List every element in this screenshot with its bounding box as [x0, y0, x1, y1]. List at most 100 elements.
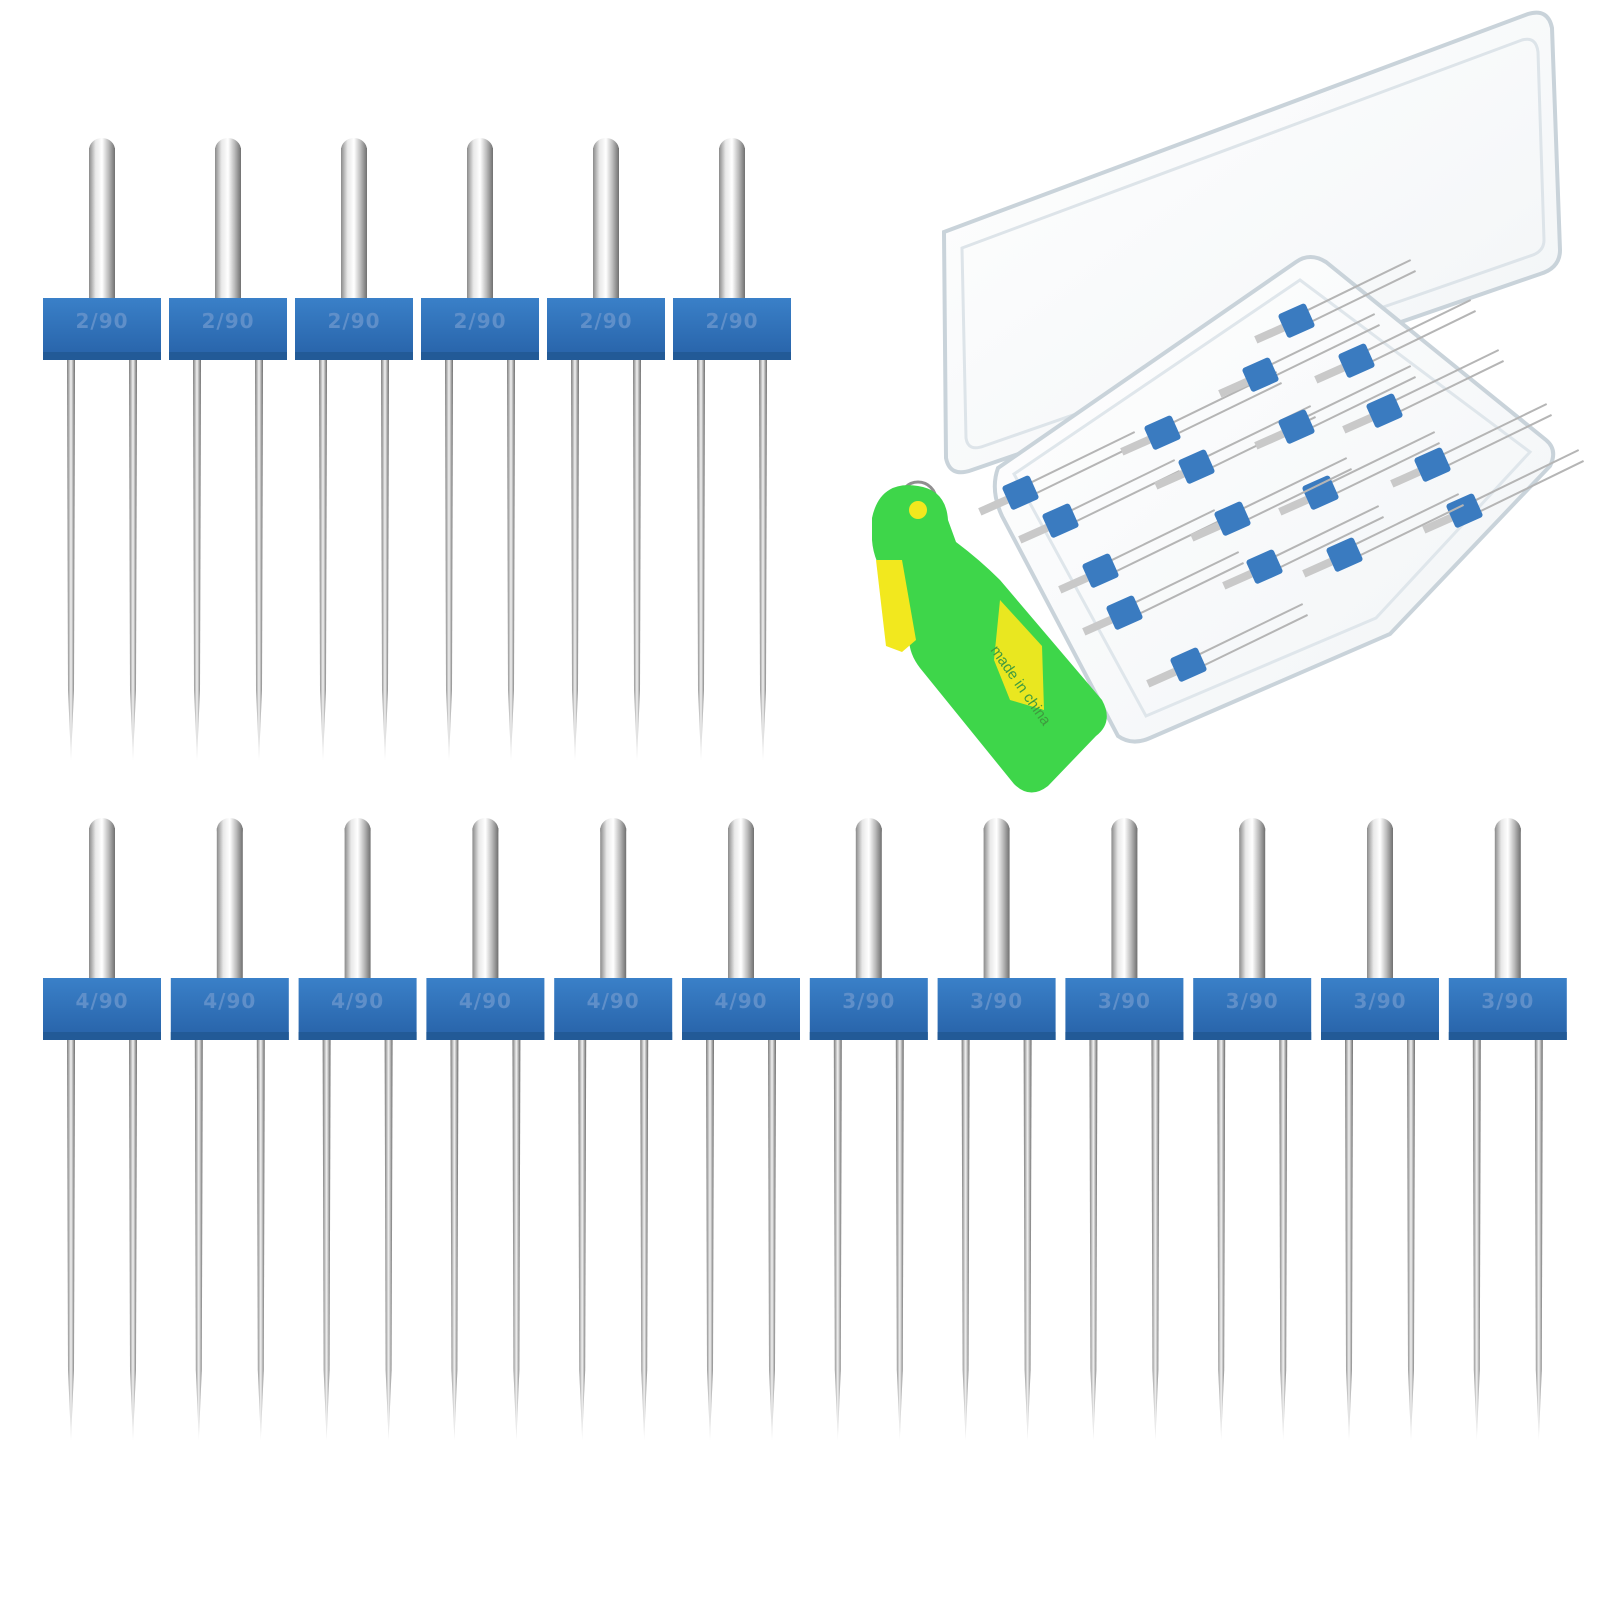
boxed-needle-shank: [1058, 574, 1089, 594]
boxed-needle-blade: [1329, 431, 1436, 484]
needle-blade: [895, 1038, 904, 1440]
needle-shank: [216, 828, 243, 980]
boxed-needle-block: [1144, 415, 1181, 450]
needle-shank: [1494, 828, 1521, 980]
needle-size-label: 3/90: [1481, 989, 1534, 1013]
needle-clamp-block: [43, 298, 161, 360]
needle-blade: [571, 358, 579, 760]
needle-blade: [67, 1038, 75, 1440]
needle-shank-tip: [467, 138, 493, 162]
needle-shank-tip: [89, 818, 115, 842]
needle-clamp-shadow: [298, 1032, 417, 1040]
boxed-needle-blade: [1334, 442, 1441, 495]
boxed-needle-blade: [1370, 310, 1477, 363]
needle-shank: [1111, 828, 1138, 980]
needle-clamp-shadow: [547, 352, 665, 360]
needle-shank-tip: [215, 138, 241, 162]
threader-yellow-insert: [994, 600, 1044, 710]
needle-blade: [319, 358, 327, 760]
needle-shank-tip: [1239, 818, 1266, 842]
needle-clamp-block: [1448, 978, 1567, 1040]
boxed-needle-blade: [1241, 457, 1348, 510]
boxed-needle-blade: [1353, 493, 1460, 546]
storage-box: [941, 10, 1585, 744]
boxed-needle-shank: [1120, 436, 1151, 456]
needle-shank-tip: [89, 138, 115, 162]
needle-clamp-shadow: [1448, 1032, 1567, 1040]
boxed-needle-shank: [1390, 468, 1421, 488]
boxed-needle-block: [1366, 393, 1403, 428]
boxed-needle-blade: [1305, 259, 1412, 312]
twin-needle: 2/90: [295, 138, 413, 760]
boxed-needle-blade: [1138, 562, 1245, 615]
boxed-needle-block: [1338, 343, 1375, 378]
boxed-needle-block: [1082, 553, 1119, 588]
boxed-needle: [1342, 349, 1505, 434]
needle-clamp-block: [547, 298, 665, 360]
twin-needle: 4/90: [170, 818, 289, 1440]
boxed-needle-block: [1278, 409, 1315, 444]
needle-clamp-block: [170, 978, 289, 1040]
needle-size-label: 2/90: [579, 309, 632, 333]
needle-shank: [89, 828, 115, 980]
boxed-needle-blade: [1441, 403, 1548, 456]
boxed-needle-block: [1214, 501, 1251, 536]
boxed-needle-shank: [1314, 364, 1345, 384]
boxed-needle-blade: [1273, 505, 1380, 558]
boxed-needle-shank: [1278, 496, 1309, 516]
boxed-needle-blade: [1478, 460, 1585, 513]
boxed-needle: [1190, 457, 1353, 542]
needle-clamp-shadow: [426, 1032, 545, 1040]
twin-needle: 4/90: [426, 818, 545, 1440]
needle-blade: [445, 358, 453, 760]
boxed-needle-blade: [1069, 459, 1176, 512]
needle-clamp-block: [169, 298, 287, 360]
needle-shank: [1367, 828, 1393, 980]
needle-blade: [1151, 1038, 1160, 1440]
needle-size-label: 4/90: [459, 989, 512, 1013]
boxed-needle: [1082, 551, 1245, 636]
boxed-needle-block: [1414, 447, 1451, 482]
needle-shank-tip: [341, 138, 367, 162]
twin-needle: 2/90: [169, 138, 287, 760]
needle-blade: [706, 1038, 714, 1440]
needle-blade: [759, 358, 767, 760]
needle-shank: [728, 828, 754, 980]
twin-needle: 3/90: [809, 818, 928, 1440]
needle-blade: [961, 1038, 970, 1440]
needle-blade: [1279, 1038, 1288, 1440]
boxed-needles: [978, 259, 1585, 688]
twin-needle: 4/90: [682, 818, 800, 1440]
needle-clamp-shadow: [937, 1032, 1056, 1040]
needle-threader: made in china: [872, 480, 1107, 793]
needle-blade: [129, 1038, 137, 1440]
needle-clamp-shadow: [1193, 1032, 1312, 1040]
needle-size-label: 3/90: [842, 989, 895, 1013]
needle-clamp-shadow: [43, 1032, 161, 1040]
twin-needle: 2/90: [421, 138, 539, 760]
needle-shank: [600, 828, 627, 980]
boxed-needle-block: [1242, 357, 1279, 392]
needle-shank-tip: [600, 818, 627, 842]
needle-shank-tip: [983, 818, 1010, 842]
needle-clamp-shadow: [421, 352, 539, 360]
needle-size-label: 4/90: [331, 989, 384, 1013]
boxed-needle-blade: [1310, 376, 1417, 429]
needle-size-label: 3/90: [1098, 989, 1151, 1013]
needle-clamp-shadow: [809, 1032, 928, 1040]
needle-size-label: 2/90: [327, 309, 380, 333]
needle-size-label: 3/90: [1353, 989, 1406, 1013]
needle-blade: [255, 358, 263, 760]
boxed-needle-blade: [1398, 360, 1505, 413]
needle-clamp-shadow: [170, 1032, 289, 1040]
needle-clamp-shadow: [43, 352, 161, 360]
needle-clamp-block: [682, 978, 800, 1040]
needle-shank: [89, 148, 115, 300]
needle-blade: [1534, 1038, 1543, 1440]
boxed-needle: [1390, 403, 1553, 488]
needle-shank: [472, 828, 499, 980]
needle-blade: [833, 1038, 842, 1440]
needle-blade: [129, 358, 137, 760]
box-lid-inner: [960, 37, 1546, 450]
